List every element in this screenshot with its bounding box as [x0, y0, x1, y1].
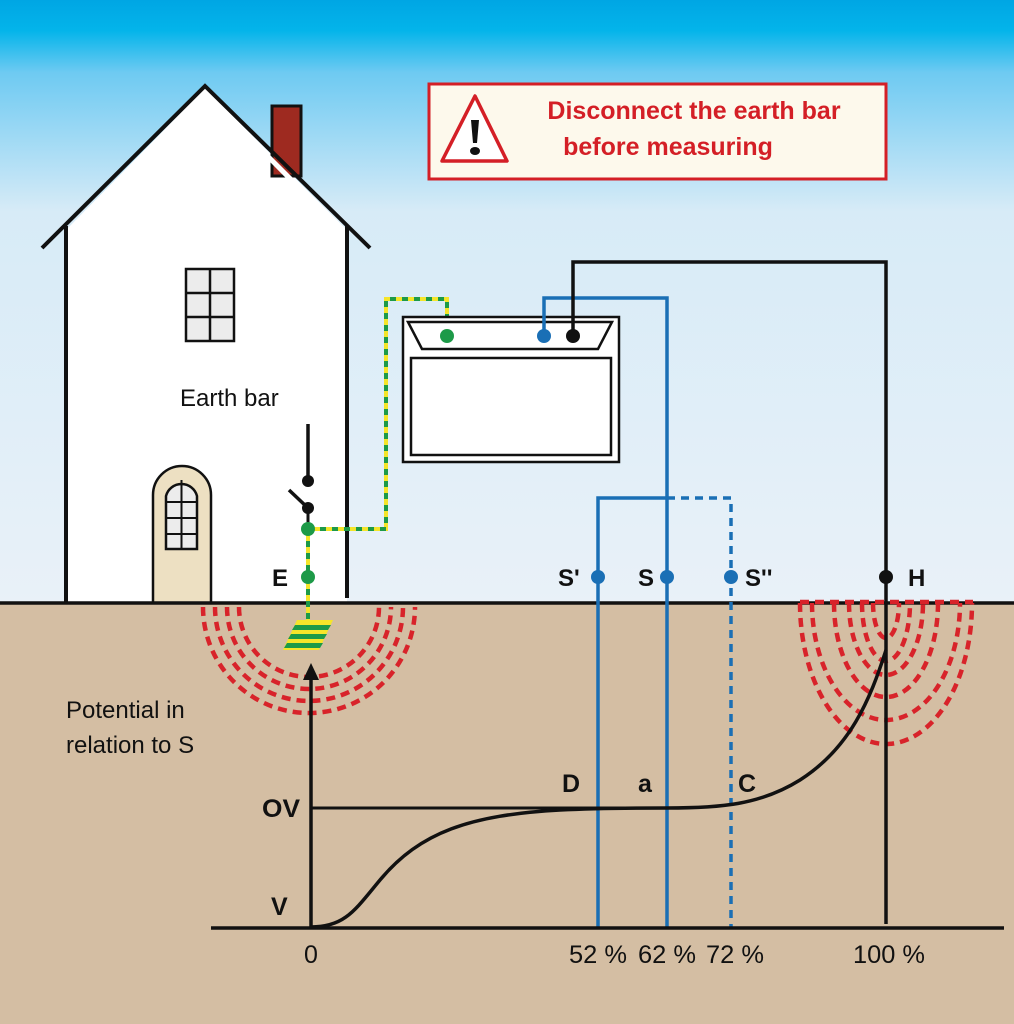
terminal-E-label: E	[272, 565, 288, 592]
point-D-label: D	[562, 770, 580, 798]
potential-label-line-1: Potential in	[66, 697, 185, 724]
x-tick-72: 72 %	[706, 941, 764, 969]
ov-label: OV	[262, 795, 300, 823]
wire-S-double-prime	[667, 496, 733, 927]
meter-terminal-H[interactable]	[566, 329, 580, 343]
warning-triangle-icon	[440, 94, 509, 163]
x-tick-0: 0	[304, 941, 318, 969]
wire-H	[571, 260, 888, 924]
earth-bar-junction-dot	[301, 522, 315, 536]
probe-S-label: S	[638, 565, 654, 592]
y-axis-arrow-icon	[303, 663, 319, 680]
meter-display	[409, 356, 613, 457]
earth-tester-meter[interactable]	[401, 315, 621, 464]
potential-curve	[310, 649, 888, 929]
house-door	[151, 464, 213, 605]
house-window	[184, 267, 236, 343]
potential-graph	[211, 649, 1004, 930]
point-a-label: a	[638, 770, 653, 798]
probe-S-double-prime-label: S''	[745, 565, 772, 592]
house	[40, 83, 372, 605]
point-C-label: C	[738, 770, 756, 798]
warning-banner: Disconnect the earth bar before measurin…	[427, 82, 888, 181]
probe-S-dot	[660, 570, 674, 584]
warning-line-2: before measuring	[563, 133, 773, 161]
terminal-E-dot	[301, 570, 315, 584]
probe-S-prime-dot	[591, 570, 605, 584]
earth-bar-label: Earth bar	[180, 385, 279, 412]
probe-H-dot	[879, 570, 893, 584]
meter-terminal-E[interactable]	[440, 329, 454, 343]
probe-H-label: H	[908, 565, 925, 592]
probe-S-prime-label: S'	[558, 565, 580, 592]
roof	[40, 83, 372, 250]
earth-electrode-plate	[283, 620, 333, 650]
potential-label-line-2: relation to S	[66, 732, 194, 759]
wire-S	[542, 296, 669, 927]
probe-S-double-prime-dot	[724, 570, 738, 584]
warning-line-1: Disconnect the earth bar	[547, 97, 840, 125]
x-tick-52: 52 %	[569, 941, 627, 969]
v-label: V	[271, 893, 288, 921]
meter-terminal-S[interactable]	[537, 329, 551, 343]
x-tick-100: 100 %	[853, 941, 925, 969]
x-tick-62: 62 %	[638, 941, 696, 969]
wire-S-prime	[596, 496, 667, 927]
